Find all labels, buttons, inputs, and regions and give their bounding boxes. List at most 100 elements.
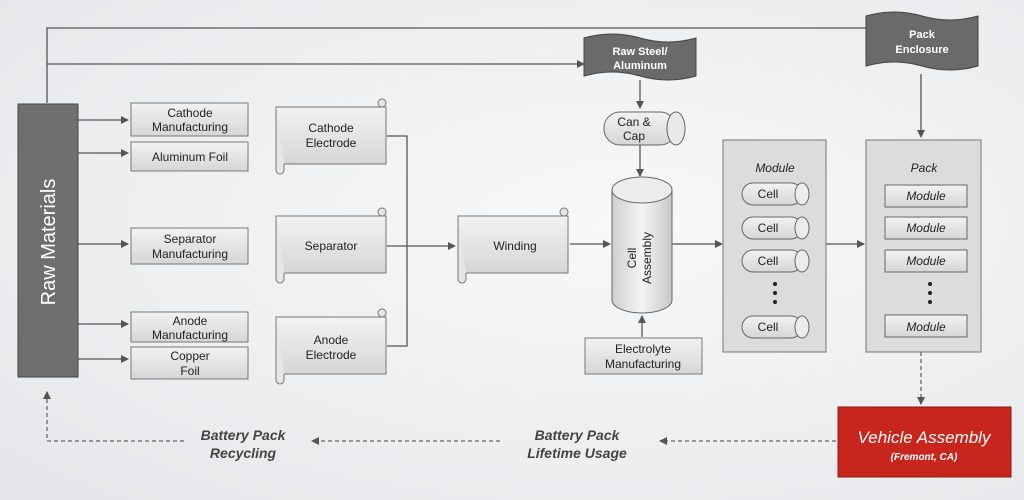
svg-text:Electrode: Electrode xyxy=(306,348,357,362)
cell-assembly-line2: Assembly xyxy=(640,232,654,284)
raw-steel-line1: Raw Steel/ xyxy=(612,46,667,58)
recycling-line2: Recycling xyxy=(210,445,277,461)
svg-text:Assembly: Assembly xyxy=(640,232,654,284)
lifetime-line1: Battery Pack xyxy=(535,427,621,443)
svg-text:Enclosure: Enclosure xyxy=(895,44,948,56)
module-ellipsis xyxy=(773,282,777,304)
vehicle-assembly-label: Vehicle Assembly xyxy=(858,428,992,447)
svg-text:Recycling: Recycling xyxy=(210,445,277,461)
cell-assembly-cylinder: Cell Assembly xyxy=(611,176,673,314)
cell-label-4: Cell xyxy=(758,320,779,334)
raw-materials-block: Raw Materials xyxy=(17,103,79,378)
anode-electrode-line2: Electrode xyxy=(306,348,357,362)
winding-label: Winding xyxy=(493,239,536,253)
svg-text:Battery Pack: Battery Pack xyxy=(535,427,621,443)
cell-label-1: Cell xyxy=(758,187,779,201)
raw-steel-banner: Raw Steel/ Aluminum xyxy=(583,33,697,81)
svg-text:Electrode: Electrode xyxy=(306,136,357,150)
module-label-1: Module xyxy=(906,189,946,203)
vehicle-assembly-box: Vehicle Assembly (Fremont, CA) xyxy=(837,406,1012,478)
anode-electrode-scroll: Anode Electrode xyxy=(275,308,387,385)
svg-text:Manufacturing: Manufacturing xyxy=(605,357,681,371)
cell-label-3: Cell xyxy=(758,254,779,268)
can-cap-line2: Cap xyxy=(623,129,645,143)
recycling-line1: Battery Pack xyxy=(201,427,287,443)
svg-text:Raw Steel/: Raw Steel/ xyxy=(612,46,667,58)
svg-text:Cathode: Cathode xyxy=(167,106,213,120)
cell-label-2: Cell xyxy=(758,221,779,235)
electrolyte-line2: Manufacturing xyxy=(605,357,681,371)
module-label-3: Module xyxy=(906,254,946,268)
separator-mfg-line1: Separator xyxy=(164,232,217,246)
copper-foil-line1: Copper xyxy=(170,349,209,363)
cathode-electrode-line1: Cathode xyxy=(308,121,354,135)
svg-text:Lifetime Usage: Lifetime Usage xyxy=(527,445,627,461)
cathode-mfg-line1: Cathode xyxy=(167,106,213,120)
svg-text:Foil: Foil xyxy=(180,364,199,378)
cathode-manufacturing-box: Cathode Manufacturing xyxy=(130,102,249,137)
anode-manufacturing-box: Anode Manufacturing xyxy=(130,311,249,343)
raw-steel-line2: Aluminum xyxy=(613,60,667,72)
separator-scroll: Separator xyxy=(275,207,387,284)
connectors xyxy=(46,24,925,363)
module-cell-1: Cell xyxy=(741,182,810,206)
svg-text:Anode: Anode xyxy=(314,333,349,347)
pack-enclosure-line2: Enclosure xyxy=(895,44,948,56)
electrolyte-manufacturing-box: Electrolyte Manufacturing xyxy=(584,337,703,375)
pack-module-2: Module xyxy=(884,216,968,240)
vehicle-location-label: (Fremont, CA) xyxy=(891,452,958,463)
separator-label: Separator xyxy=(305,239,358,253)
cathode-mfg-line2: Manufacturing xyxy=(152,120,228,134)
svg-text:Manufacturing: Manufacturing xyxy=(152,247,228,261)
pack-container: Pack Module Module Module Module xyxy=(865,139,982,353)
svg-text:Battery Pack: Battery Pack xyxy=(201,427,287,443)
svg-text:Manufacturing: Manufacturing xyxy=(152,328,228,342)
anode-electrode-line1: Anode xyxy=(314,333,349,347)
cell-assembly-line1: Cell xyxy=(625,248,639,269)
cathode-electrode-line2: Electrode xyxy=(306,136,357,150)
pack-title: Pack xyxy=(911,161,939,175)
pack-enclosure-banner: Pack Enclosure xyxy=(865,11,979,71)
svg-text:Pack: Pack xyxy=(909,29,936,41)
aluminum-foil-box: Aluminum Foil xyxy=(130,141,249,172)
svg-text:Cap: Cap xyxy=(623,129,645,143)
svg-text:Cathode: Cathode xyxy=(308,121,354,135)
dashed-return-flow xyxy=(43,352,925,445)
pack-module-4: Module xyxy=(884,314,968,338)
module-cell-4: Cell xyxy=(741,315,810,339)
svg-text:Separator: Separator xyxy=(164,232,217,246)
raw-materials-label: Raw Materials xyxy=(38,179,60,306)
module-container: Module Cell Cell Cell Cell xyxy=(722,139,827,353)
pack-enclosure-line1: Pack xyxy=(909,29,936,41)
svg-text:Electrolyte: Electrolyte xyxy=(615,342,671,356)
cathode-electrode-scroll: Cathode Electrode xyxy=(275,98,387,175)
lifetime-line2: Lifetime Usage xyxy=(527,445,627,461)
can-cap-cylinder: Can & Cap xyxy=(603,111,686,146)
svg-text:Anode: Anode xyxy=(173,314,208,328)
svg-text:Copper: Copper xyxy=(170,349,209,363)
pack-module-1: Module xyxy=(884,184,968,208)
copper-foil-line2: Foil xyxy=(180,364,199,378)
anode-mfg-line2: Manufacturing xyxy=(152,328,228,342)
recycling-label: Battery Pack Recycling xyxy=(201,427,287,461)
anode-mfg-line1: Anode xyxy=(173,314,208,328)
svg-text:Manufacturing: Manufacturing xyxy=(152,120,228,134)
separator-manufacturing-box: Separator Manufacturing xyxy=(130,227,249,265)
copper-foil-box: Copper Foil xyxy=(130,346,249,380)
pack-ellipsis xyxy=(928,282,932,304)
svg-text:Can &: Can & xyxy=(617,115,650,129)
svg-text:Aluminum: Aluminum xyxy=(613,60,667,72)
pack-module-3: Module xyxy=(884,249,968,273)
electrolyte-line1: Electrolyte xyxy=(615,342,671,356)
can-cap-line1: Can & xyxy=(617,115,650,129)
module-cell-2: Cell xyxy=(741,216,810,240)
svg-text:Cell: Cell xyxy=(625,248,639,269)
aluminum-foil-label: Aluminum Foil xyxy=(152,150,228,164)
module-label-2: Module xyxy=(906,221,946,235)
module-label-4: Module xyxy=(906,320,946,334)
module-title: Module xyxy=(755,161,795,175)
lifetime-usage-label: Battery Pack Lifetime Usage xyxy=(527,427,627,461)
winding-scroll: Winding xyxy=(457,207,569,284)
separator-mfg-line2: Manufacturing xyxy=(152,247,228,261)
